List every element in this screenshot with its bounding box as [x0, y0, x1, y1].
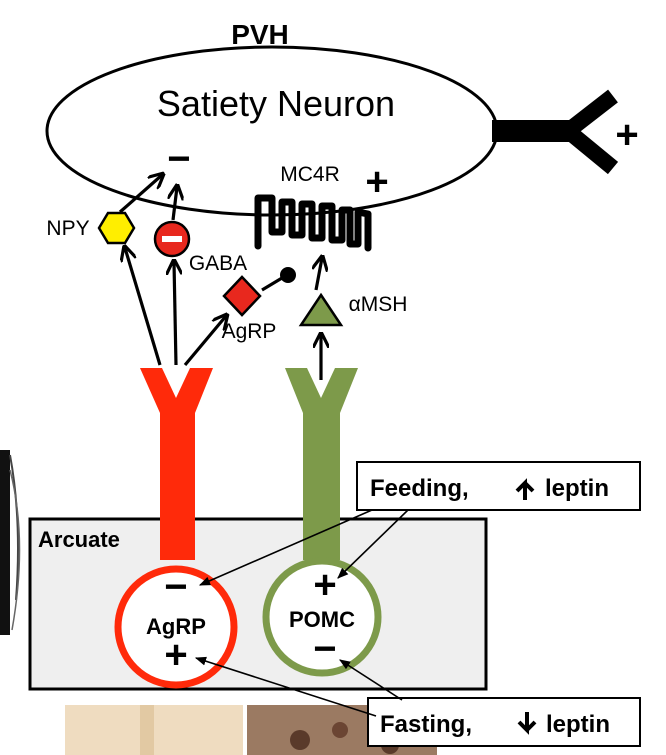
- down-arrow-icon: [517, 712, 537, 735]
- mc4r-label: MC4R: [280, 163, 340, 186]
- satiety-neuron-axon: [492, 89, 619, 175]
- leptin-arrows: [194, 509, 409, 717]
- feeding-suffix: leptin: [545, 475, 609, 502]
- npy-hexagon: [97, 211, 136, 245]
- fasting-prefix: Fasting,: [380, 711, 472, 738]
- pomc-cell-label: POMC: [289, 607, 355, 632]
- agrp-block-line: [261, 276, 283, 292]
- fasting-box: [367, 697, 641, 747]
- pomc-cell-minus: −: [313, 627, 336, 671]
- mc4r-receptor: [254, 194, 372, 252]
- agrp-cell-label: AgRP: [146, 614, 206, 639]
- inhibition-minus-sign: −: [167, 137, 190, 181]
- gaba-label: GABA: [189, 252, 247, 275]
- satiety-neuron: [45, 45, 499, 217]
- fasting-suffix: leptin: [546, 711, 610, 738]
- agrp-cell-plus: +: [164, 633, 187, 677]
- agrp-neuron: [114, 368, 238, 689]
- pomc-neuron: [262, 368, 382, 677]
- agrp-peptide-diamond: [222, 275, 262, 317]
- pvh-title: PVH: [231, 19, 289, 50]
- amsh-triangle: [298, 292, 344, 327]
- feeding-prefix: Feeding,: [370, 475, 469, 502]
- pomc-cell-plus: +: [313, 563, 336, 607]
- agrp-block-end: [280, 267, 296, 283]
- amsh-label: αMSH: [349, 293, 408, 316]
- agrp-cell-minus: −: [164, 565, 187, 609]
- arcuate-region: [28, 517, 488, 691]
- npy-label: NPY: [46, 217, 89, 240]
- satiety-neuron-label: Satiety Neuron: [157, 83, 395, 124]
- mc4r-plus-sign: +: [365, 160, 388, 204]
- signal-arrows: [118, 175, 322, 380]
- agrp-peptide-label: AgRP: [222, 320, 277, 343]
- output-plus-sign: +: [615, 113, 638, 157]
- gaba-bar: [162, 236, 182, 242]
- brain-slice-fragment: [0, 450, 21, 635]
- feeding-box: [356, 461, 641, 511]
- up-arrow-icon: [515, 478, 535, 500]
- arcuate-label: Arcuate: [38, 527, 120, 552]
